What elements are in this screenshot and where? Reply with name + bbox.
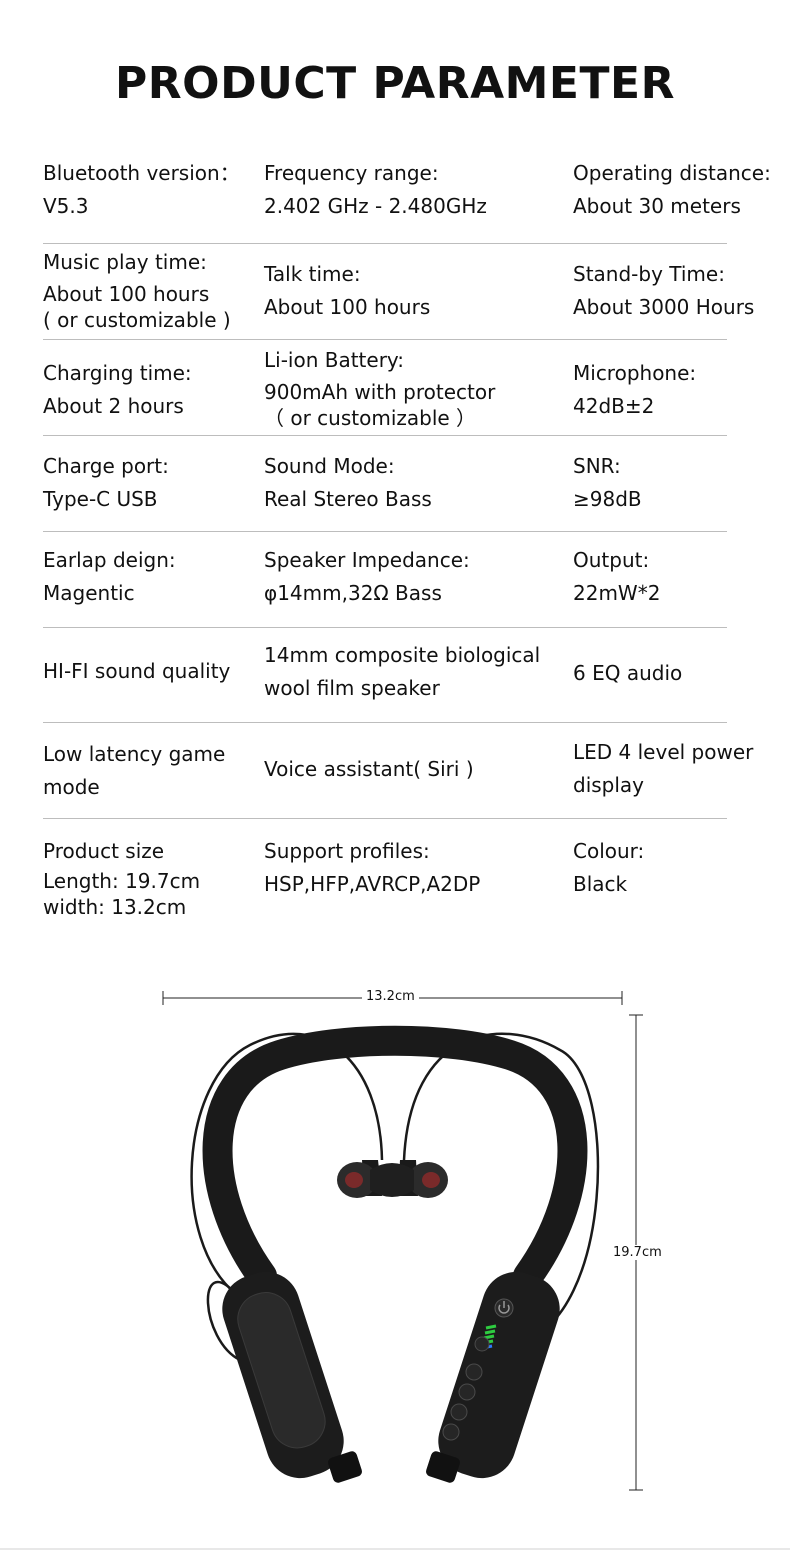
param-value: Length: 19.7cm — [43, 869, 201, 893]
stand-by-time: Stand-by Time: About 3000 Hours — [573, 258, 754, 324]
control-buttons — [442, 1336, 490, 1441]
speaker-impedance: Speaker Impedance: φ14mm,32Ω Bass — [264, 544, 470, 610]
param-label: Sound Mode: — [264, 454, 395, 478]
param-value: 2.402 GHz - 2.480GHz — [264, 194, 487, 218]
row-divider — [43, 339, 727, 340]
param-label: Talk time: — [264, 262, 361, 286]
param-label: Colour: — [573, 839, 645, 863]
param-label: Microphone: — [573, 361, 697, 385]
snr: SNR: ≥98dB — [573, 450, 642, 516]
param-value: HSP,HFP,AVRCP,A2DP — [264, 872, 481, 896]
param-label: Music play time: — [43, 250, 207, 274]
param-label: Voice assistant( Siri ) — [264, 757, 474, 781]
power-button — [494, 1298, 514, 1318]
param-value: wool film speaker — [264, 676, 440, 700]
eq-audio: 6 EQ audio — [573, 657, 682, 690]
param-value: 900mAh with protector — [264, 380, 496, 404]
microphone: Microphone: 42dB±2 — [573, 357, 696, 423]
li-ion-battery: Li-ion Battery: 900mAh with protector （ … — [264, 344, 495, 429]
operating-distance: Operating distance: About 30 meters — [573, 157, 771, 223]
param-value: About 30 meters — [573, 194, 741, 218]
speaker-film: 14mm composite biological wool film spea… — [264, 639, 540, 705]
param-value: ≥98dB — [573, 487, 642, 511]
param-label: Stand-by Time: — [573, 262, 725, 286]
sound-mode: Sound Mode: Real Stereo Bass — [264, 450, 432, 516]
param-label: Frequency range: — [264, 161, 439, 185]
param-label: Low latency game — [43, 742, 226, 766]
param-label: 6 EQ audio — [573, 661, 683, 685]
param-value: display — [573, 773, 645, 797]
param-value: About 100 hours — [43, 282, 210, 306]
param-label: Operating distance: — [573, 161, 771, 185]
param-value: About 2 hours — [43, 394, 184, 418]
bluetooth-version: Bluetooth version： V5.3 — [43, 157, 240, 223]
param-value: 42dB±2 — [573, 394, 655, 418]
param-label: Product size — [43, 839, 165, 863]
earbud-cable — [190, 1032, 600, 1362]
left-battery-pod — [222, 1271, 362, 1483]
param-value: 22mW*2 — [573, 581, 661, 605]
row-divider — [43, 243, 727, 244]
support-profiles: Support profiles: HSP,HFP,AVRCP,A2DP — [264, 835, 480, 901]
voice-assistant: Voice assistant( Siri ) — [264, 753, 474, 786]
param-label: Output: — [573, 548, 650, 572]
param-label: Earlap deign: — [43, 548, 176, 572]
param-label: 14mm composite biological — [264, 643, 541, 667]
hifi-sound-quality: HI-FI sound quality — [43, 655, 230, 688]
param-label: Support profiles: — [264, 839, 430, 863]
param-value: width: 13.2cm — [43, 895, 187, 919]
page-bottom-divider — [0, 1548, 790, 1550]
product-diagram: 13.2cm 19.7cm — [0, 960, 790, 1520]
param-value: φ14mm,32Ω Bass — [264, 581, 442, 605]
param-label: Li-ion Battery: — [264, 348, 405, 372]
param-value: About 3000 Hours — [573, 295, 755, 319]
product-size: Product size Length: 19.7cm width: 13.2c… — [43, 835, 200, 920]
row-divider — [43, 435, 727, 436]
talk-time: Talk time: About 100 hours — [264, 258, 430, 324]
neckband-body — [202, 1025, 588, 1291]
frequency-range: Frequency range: 2.402 GHz - 2.480GHz — [264, 157, 487, 223]
param-note: （ or customizable ） — [264, 406, 477, 430]
param-value: Type-C USB — [43, 487, 158, 511]
param-note: ( or customizable ) — [43, 308, 231, 332]
param-value: Real Stereo Bass — [264, 487, 432, 511]
music-play-time: Music play time: About 100 hours ( or cu… — [43, 246, 231, 331]
row-divider — [43, 627, 727, 628]
charging-time: Charging time: About 2 hours — [43, 357, 192, 423]
param-value: mode — [43, 775, 100, 799]
led-power-display: LED 4 level power display — [573, 736, 753, 802]
colour: Colour: Black — [573, 835, 644, 901]
earbuds — [337, 1160, 448, 1198]
param-value: V5.3 — [43, 194, 89, 218]
param-value: About 100 hours — [264, 295, 431, 319]
param-label: HI-FI sound quality — [43, 659, 231, 683]
page-title: PRODUCT PARAMETER — [115, 58, 675, 109]
charge-port: Charge port: Type-C USB — [43, 450, 169, 516]
earlap-design: Earlap deign: Magentic — [43, 544, 176, 610]
row-divider — [43, 531, 727, 532]
right-control-pod — [426, 1271, 560, 1483]
param-value: Magentic — [43, 581, 135, 605]
param-label: Charging time: — [43, 361, 192, 385]
param-label: Charge port: — [43, 454, 169, 478]
param-label: Speaker Impedance: — [264, 548, 470, 572]
param-label: Bluetooth version： — [43, 161, 240, 185]
param-value: Black — [573, 872, 628, 896]
param-label: SNR: — [573, 454, 621, 478]
row-divider — [43, 722, 727, 723]
row-divider — [43, 818, 727, 819]
width-dimension-label: 13.2cm — [362, 989, 419, 1004]
neckband-earphones-image — [162, 991, 643, 1491]
output: Output: 22mW*2 — [573, 544, 660, 610]
height-dimension-label: 19.7cm — [609, 1245, 666, 1260]
low-latency-game-mode: Low latency game mode — [43, 738, 225, 804]
param-label: LED 4 level power — [573, 740, 754, 764]
